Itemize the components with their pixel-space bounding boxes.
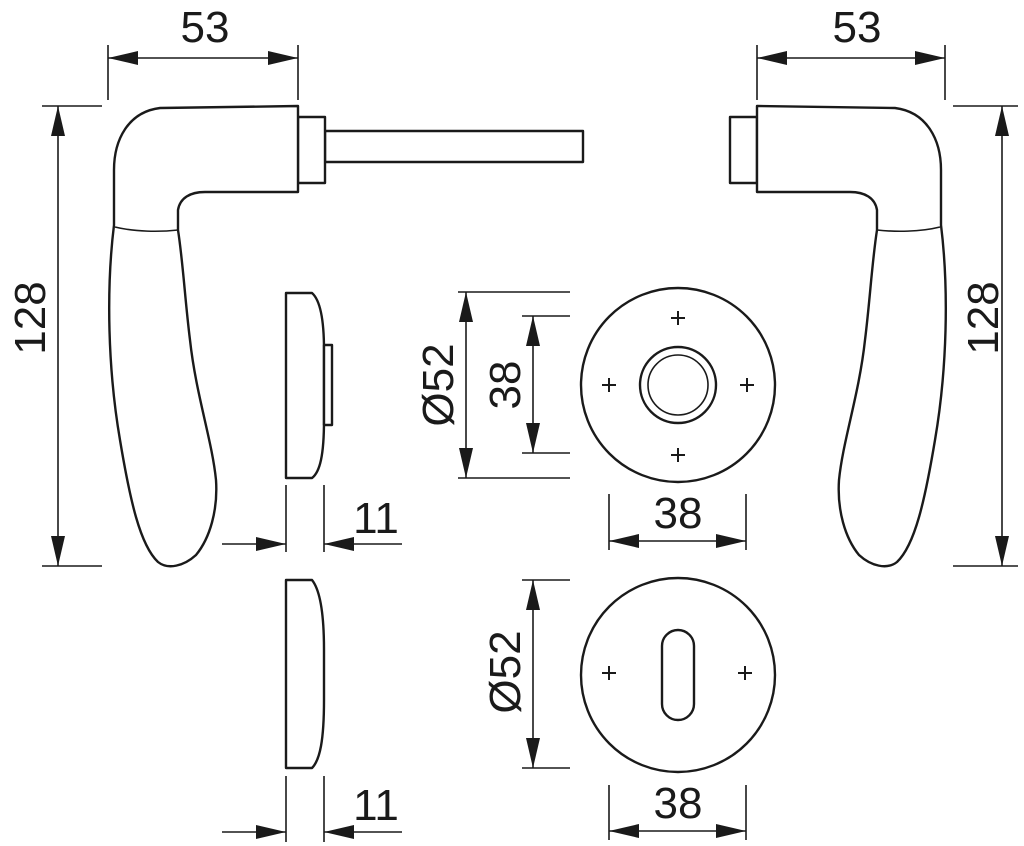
dim-escutcheon-width-label: 38 [654,779,703,828]
dim-left-width-label: 53 [181,3,230,52]
dim-rose-diameter-label: Ø52 [414,343,463,426]
rose-front-view [579,286,777,484]
dim-escutcheon-diameter-label: Ø52 [481,630,530,713]
dim-left-width: 53 [107,3,299,100]
dim-left-height-label: 128 [6,281,55,354]
rose-side-boss [322,343,334,427]
dim-escutcheon-diameter: Ø52 [481,579,570,769]
dim-escutcheon-width: 38 [608,779,747,840]
escutcheon-front-view [579,576,777,774]
escutcheon-side-profile [284,578,326,770]
screw-mark-top [671,311,685,325]
dim-rose-thickness: 11 [222,485,402,552]
left-spindle [323,129,585,164]
screw-mark-bottom [671,448,685,462]
left-lever-handle [108,104,585,568]
screw-mark-right [740,378,754,392]
left-collar [296,115,327,185]
rose-ring-inner [647,354,709,416]
screw-mark-left [602,666,616,680]
dim-rose-inner-label: 38 [481,361,530,410]
dim-rose-width-label: 38 [654,489,703,538]
rose-side-profile [284,291,334,480]
screw-mark-right [738,666,752,680]
left-lever-body [108,104,300,568]
keyhole-slot [660,628,696,722]
dim-rose-inner: 38 [481,315,570,454]
dim-left-height: 128 [6,105,102,567]
dim-rose-thickness-label: 11 [353,494,399,543]
right-lever-handle [728,104,947,568]
dim-right-width: 53 [756,3,946,100]
dim-rose-diameter: Ø52 [414,291,570,479]
dim-right-height: 128 [953,105,1018,567]
right-collar [728,115,759,185]
dim-right-height-label: 128 [959,281,1008,354]
screw-mark-left [602,378,616,392]
right-lever-body [755,104,947,568]
dim-right-width-label: 53 [833,3,882,52]
left-lever-joint [114,226,179,233]
dim-rose-width: 38 [608,489,747,550]
rose-ring-outer [638,345,718,425]
right-lever-joint [876,226,941,233]
dim-escutcheon-thickness: 11 [222,776,402,842]
dim-escutcheon-thickness-label: 11 [353,781,399,830]
